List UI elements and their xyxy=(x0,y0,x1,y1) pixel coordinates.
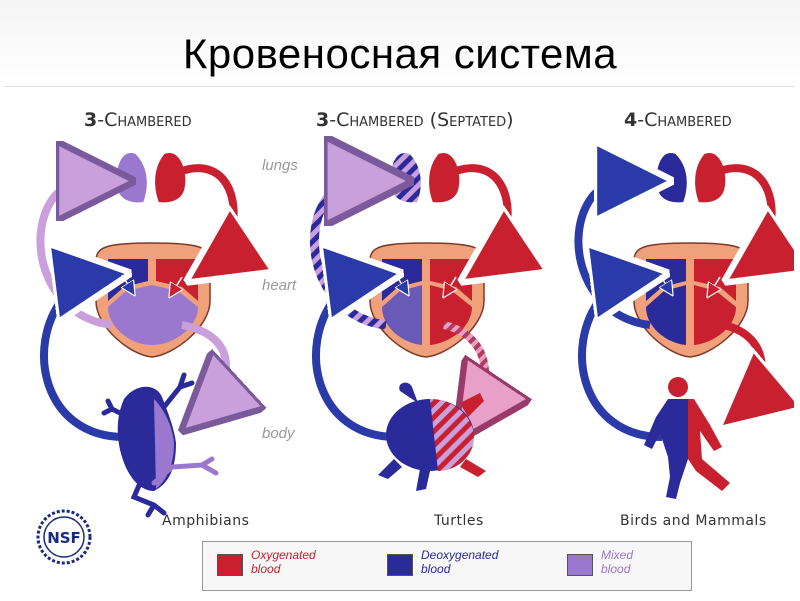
label-birds-mammals: Birds and Mammals xyxy=(620,513,767,529)
deoxygenated-line1: Deoxygenated xyxy=(421,548,498,562)
turtle-icon xyxy=(378,383,486,491)
mixed-line2: blood xyxy=(601,562,633,576)
systemic-artery xyxy=(724,325,762,409)
slide-title: Кровеносная система xyxy=(0,30,800,78)
right-lung xyxy=(154,152,186,203)
oxygenated-line1: Oxygenated xyxy=(251,548,316,562)
label-turtles: Turtles xyxy=(434,513,484,529)
turtle-circuit xyxy=(314,152,507,491)
left-lung xyxy=(656,152,688,203)
mixed-swatch xyxy=(567,554,593,576)
human-icon xyxy=(644,377,730,499)
mammal-circuit xyxy=(578,152,771,499)
left-lung xyxy=(116,152,148,203)
deoxygenated-line2: blood xyxy=(421,562,498,576)
oxygenated-swatch xyxy=(217,554,243,576)
right-lung xyxy=(694,152,726,203)
amphibian-circuit xyxy=(40,152,233,515)
nsf-logo-text: NSF xyxy=(47,529,81,547)
right-lung xyxy=(428,152,460,203)
label-amphibians: Amphibians xyxy=(162,513,249,529)
nsf-logo: NSF xyxy=(34,507,94,567)
frog-icon xyxy=(104,375,216,515)
septum xyxy=(424,287,428,345)
oxygenated-line2: blood xyxy=(251,562,316,576)
left-lung xyxy=(390,152,422,203)
circulatory-figure: 3-Chambered 3-Chambered (Septated) 4-Cha… xyxy=(4,86,794,601)
legend: Oxygenated blood Deoxygenated blood Mixe… xyxy=(202,541,692,591)
deoxygenated-swatch xyxy=(387,554,413,576)
mixed-line1: Mixed xyxy=(601,548,633,562)
